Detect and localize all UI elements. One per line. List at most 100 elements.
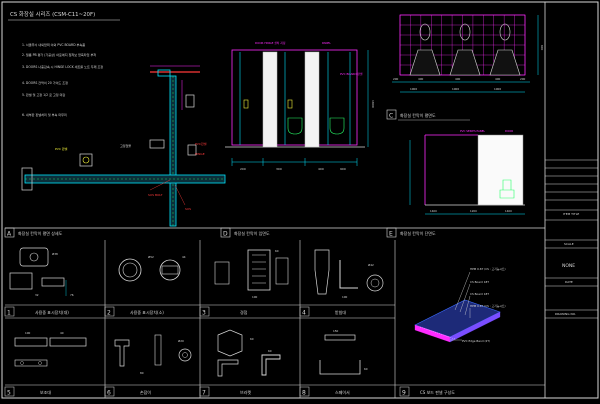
toilet-icon	[287, 117, 303, 135]
section-c-plan: C 화장실 칸막이 평면도 PVC SERIES PANEL DOOR 1400…	[386, 109, 525, 215]
dimension-text: 1000	[410, 87, 417, 91]
part-title: CS 보드 판넬 구성도	[420, 389, 455, 395]
section-title: 화장실 칸막이 단면도	[400, 230, 436, 236]
dimension-text: 32	[35, 293, 39, 297]
foot-support-icon	[314, 249, 330, 295]
dimension-text: 1400	[505, 209, 512, 213]
callout-label: HINGE	[195, 152, 205, 156]
dimension-text: 40	[60, 331, 64, 335]
part-2-drawing: Ø52 44	[118, 254, 186, 282]
spec-note: 1. 서클무늬 내외압력 이외 PVC BOARD 부속품	[22, 42, 85, 47]
part-caption-1: 1 사용중 표시장치(대)	[4, 306, 69, 317]
section-title: 화장실 칸막이 평면 상세도	[18, 230, 63, 236]
part-title: 사용중 표시장치(대)	[35, 309, 69, 315]
dimension-text: 900	[340, 167, 346, 171]
dimension-text: Ø42	[368, 262, 374, 267]
part-caption-6: 6 손잡이	[104, 386, 151, 397]
spec-note: 3. DOORS 나중감속 시 HINGE LOCK 세트를 노트 두께 조정	[22, 64, 103, 69]
title-block: ITEM TITLE SCALE NONE DATE DRAWING NO.	[545, 159, 598, 319]
elevation-label: PVC BOARD 판넬	[340, 72, 363, 76]
door-lock	[243, 99, 249, 109]
item-title-label: ITEM TITLE	[563, 212, 579, 216]
urinal-icon	[449, 49, 481, 76]
toilet-icon	[329, 117, 345, 135]
part-number: 8	[302, 390, 306, 397]
part-title: 보조대	[40, 389, 51, 395]
part-number: 3	[202, 310, 206, 317]
part-title: 사용중 표시장치(소)	[130, 309, 164, 315]
section-header-row: A 화장실 칸막이 평면 상세도 D 화장실 칸막이 입면도 E 화장실 칸막이…	[4, 227, 436, 238]
part-number: 1	[7, 310, 11, 317]
part-4-drawing: Ø42 100	[314, 249, 384, 299]
callout-label: 고정철물	[120, 143, 131, 148]
section-letter: E	[389, 231, 393, 238]
part-caption-8: 8 스페이서	[299, 386, 350, 397]
callout-label: SUS	[185, 207, 191, 211]
part-number: 7	[202, 390, 206, 397]
callout-label: SUS BOLT	[148, 193, 163, 197]
hinge-icon	[247, 249, 271, 291]
part-title: 경첩	[240, 309, 248, 315]
dimension-text: 1000	[452, 87, 459, 91]
drawing-no-label: DRAWING NO.	[555, 312, 576, 316]
wall-elevation-drawing: 200 400 400 400 200 1000 1000 1000 900	[392, 14, 544, 93]
part-number: 4	[302, 310, 306, 317]
door-lock	[287, 99, 293, 109]
dimension-text: 100	[342, 295, 348, 299]
dimension-text: 200	[393, 77, 399, 81]
dimension-text: 400	[418, 77, 424, 81]
part-1-drawing: Ø38 32 76	[9, 247, 74, 297]
section-title: 화장실 칸막이 평면도	[400, 112, 436, 118]
indicator-small-icon	[118, 258, 142, 282]
dimension-text: 100	[25, 331, 31, 335]
vertical-panel	[169, 75, 177, 227]
section-letter: C	[389, 113, 393, 120]
spacer-icon	[324, 334, 356, 341]
dimension-text: 60	[250, 337, 254, 341]
pilaster	[262, 51, 278, 148]
part-caption-2: 2 사용중 표시장치(소)	[104, 306, 164, 317]
bracket-icon	[217, 329, 243, 357]
part-caption-4: 4 받침대	[299, 306, 346, 317]
callout-label: PVC SERIES PANEL	[460, 129, 486, 133]
aux-bracket-icon	[14, 337, 48, 347]
part-title: 스페이서	[335, 389, 350, 395]
part-5-drawing: 100 40	[14, 331, 87, 367]
dimension-text: 76	[70, 293, 74, 297]
callout-label: PVC 판넬	[55, 146, 68, 151]
part-8-drawing: 150 60	[319, 329, 368, 375]
part-title: 손잡이	[140, 389, 151, 395]
urinal-icon	[489, 49, 521, 76]
part-3-drawing: 60 100	[214, 249, 289, 299]
dimension-text: 400	[495, 77, 501, 81]
parts-grid	[5, 240, 545, 398]
handle-icon	[114, 339, 130, 367]
dimension-text: Ø52	[148, 254, 154, 259]
pilaster	[304, 51, 320, 148]
plan-detail-drawing: PVC 판넬 고정철물 PVC판넬 HINGE SUS BOLT SUS	[21, 65, 226, 227]
part-6-drawing: Ø20 80	[114, 334, 192, 375]
dimension-text: 400	[455, 77, 461, 81]
dimension-text: Ø20	[178, 338, 184, 343]
part-caption-9: 9 CS 보드 판넬 구성도	[399, 386, 455, 397]
part-caption-3: 3 경첩	[199, 306, 248, 317]
part-caption-5: 5 보조대	[4, 386, 51, 397]
section-letter: D	[223, 231, 228, 238]
spec-note: 5. 판넬 및 고정 1/2 로 고정 마감	[22, 92, 65, 97]
board-layer-label: CS Board 18T	[470, 292, 489, 296]
dimension-text: 1800	[371, 100, 375, 108]
part-7-drawing: 60 60	[217, 329, 281, 377]
part-title: 브라켓	[240, 389, 251, 395]
dimension-text: 200	[520, 77, 526, 81]
part-caption-7: 7 브라켓	[199, 386, 251, 397]
dimension-text: 60	[364, 367, 368, 371]
board-layer-label: HPM 0.6T (CS : 고기능시트)	[470, 304, 506, 308]
dimension-text: Ø38	[52, 251, 58, 256]
section-title: 화장실 칸막이 입면도	[234, 230, 270, 236]
date-label: DATE	[565, 280, 573, 284]
spec-note: 4. DOORS 칸막이 20 가이드 조정	[22, 80, 68, 85]
dimension-text: 1400	[430, 209, 437, 213]
board-layer-label: PVC Edge Band (2T)	[462, 339, 490, 343]
